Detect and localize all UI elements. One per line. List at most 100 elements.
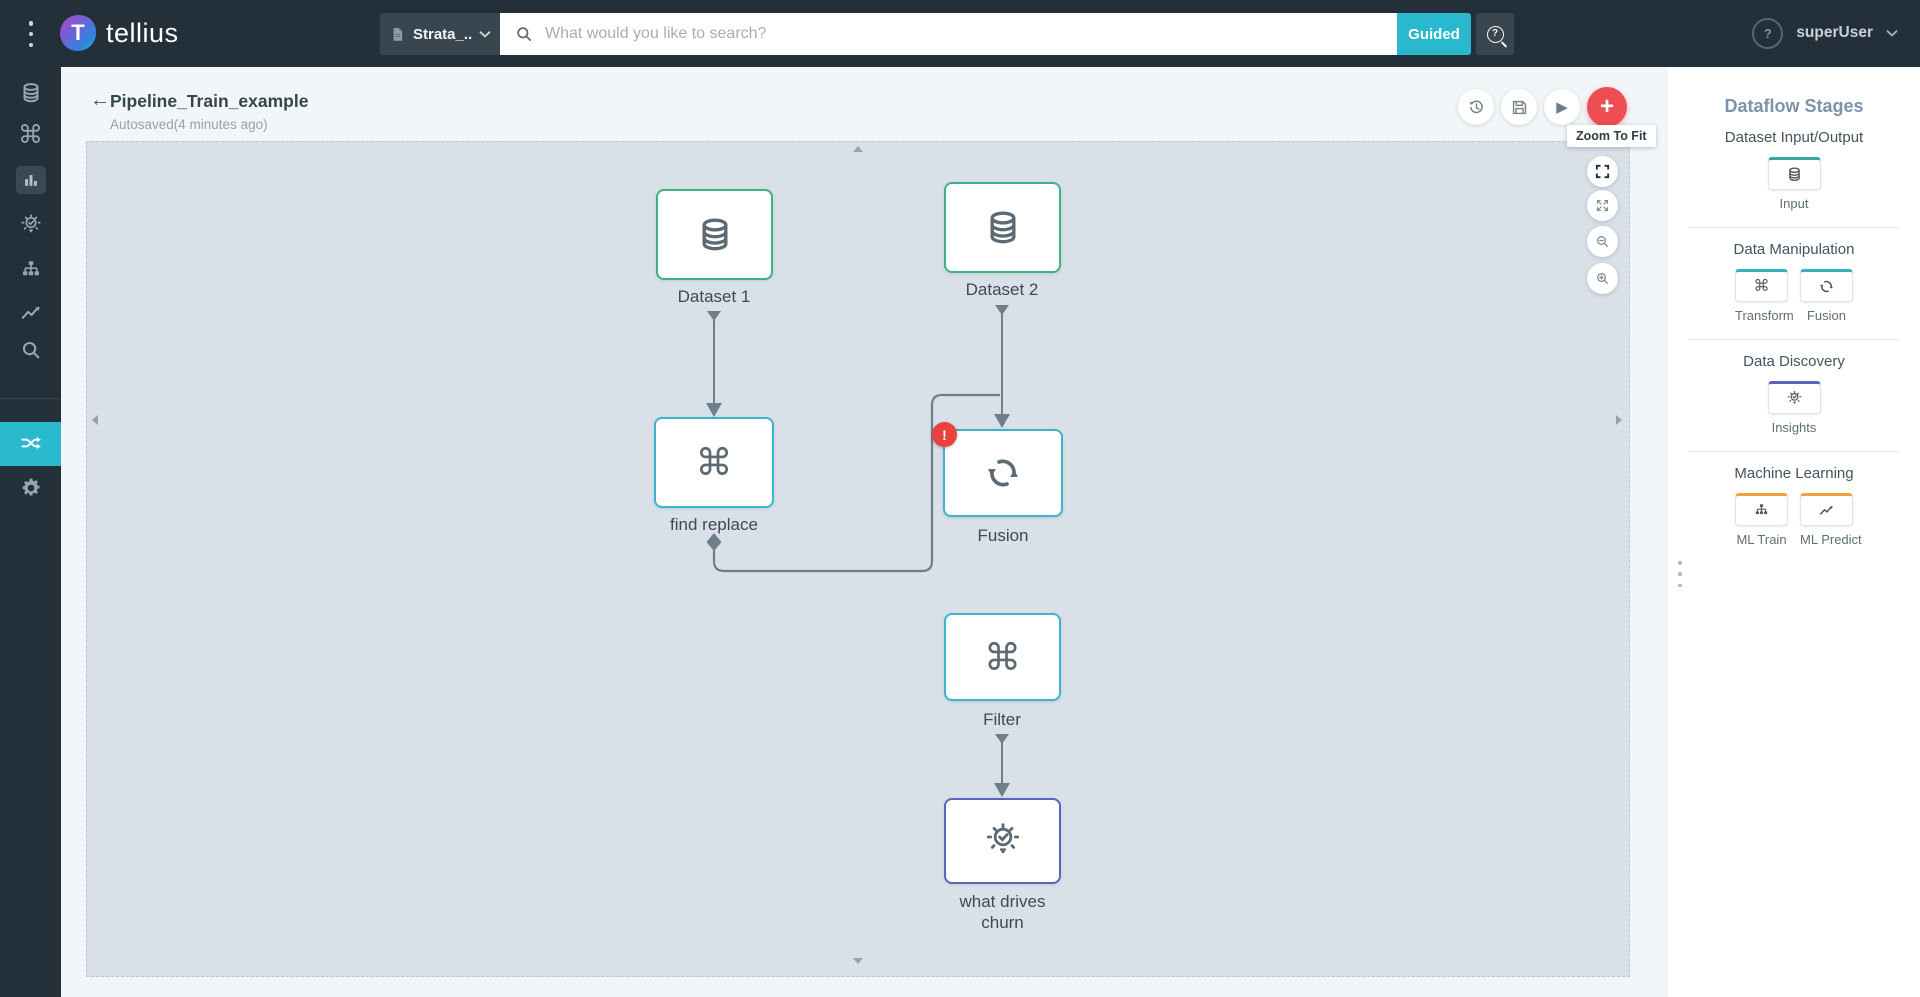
sidebar-item-hierarchy[interactable] bbox=[0, 248, 61, 292]
edge-layer bbox=[706, 305, 1010, 797]
node-label: find replace bbox=[670, 515, 758, 534]
error-badge[interactable]: ! bbox=[932, 422, 957, 447]
trend-icon bbox=[19, 301, 43, 325]
run-button[interactable]: ▶ bbox=[1544, 89, 1580, 125]
user-menu[interactable]: ? superUser bbox=[1752, 16, 1898, 50]
stage-label: Input bbox=[1779, 196, 1809, 211]
node-filter[interactable]: ⌘ bbox=[944, 613, 1061, 701]
zoom-out-icon bbox=[1594, 233, 1611, 250]
sitemap-icon bbox=[1753, 502, 1770, 519]
save-button[interactable] bbox=[1501, 89, 1537, 125]
database-icon bbox=[983, 208, 1023, 248]
logo-letter: T bbox=[71, 20, 85, 45]
insights-bulb-icon bbox=[983, 821, 1023, 861]
node-label: what drives churn bbox=[959, 892, 1046, 932]
section-data-manipulation: Data Manipulation ⌘ Transform Fusion bbox=[1668, 241, 1920, 340]
sidebar-item-search[interactable] bbox=[0, 328, 61, 372]
section-divider bbox=[1688, 227, 1900, 228]
dataflow-canvas[interactable]: Dataset 1 Dataset 2 ⌘ find replace ! Fus… bbox=[86, 141, 1630, 977]
history-button[interactable] bbox=[1458, 89, 1494, 125]
node-label: Dataset 1 bbox=[677, 287, 751, 306]
sidebar-item-datasets[interactable] bbox=[0, 71, 61, 115]
stage-fusion[interactable]: Fusion bbox=[1800, 269, 1853, 323]
node-label: Filter bbox=[983, 710, 1021, 729]
trend-icon bbox=[1818, 502, 1835, 519]
database-icon bbox=[19, 81, 43, 105]
guided-search-button[interactable]: ? bbox=[1476, 13, 1514, 55]
zoom-out-button[interactable] bbox=[1587, 226, 1618, 257]
section-divider bbox=[1688, 451, 1900, 452]
scroll-left-hint[interactable] bbox=[92, 415, 98, 425]
section-title: Data Manipulation bbox=[1733, 241, 1855, 258]
tellius-logo[interactable]: T bbox=[60, 15, 96, 51]
command-icon: ⌘ bbox=[18, 120, 43, 149]
command-icon: ⌘ bbox=[984, 636, 1021, 678]
history-icon bbox=[1467, 98, 1486, 117]
node-dataset-2[interactable] bbox=[944, 182, 1061, 273]
scroll-right-hint[interactable] bbox=[1616, 415, 1622, 425]
sidebar-item-settings[interactable] bbox=[0, 466, 61, 510]
shuffle-icon bbox=[19, 432, 43, 456]
fullscreen-button[interactable] bbox=[1587, 156, 1618, 187]
stage-ml-train[interactable]: ML Train bbox=[1735, 493, 1788, 547]
save-icon bbox=[1510, 98, 1529, 117]
user-name: superUser bbox=[1796, 24, 1873, 41]
add-node-button[interactable]: + bbox=[1587, 87, 1627, 127]
stage-ml-predict[interactable]: ML Predict bbox=[1800, 493, 1862, 547]
node-dataset-1[interactable] bbox=[656, 189, 773, 280]
sidebar-item-dataflows[interactable] bbox=[0, 422, 61, 466]
search-icon bbox=[19, 338, 43, 362]
sidebar-item-transform[interactable]: ⌘ bbox=[0, 113, 61, 157]
zoom-in-icon bbox=[1594, 270, 1611, 287]
scroll-up-hint[interactable] bbox=[853, 146, 863, 152]
search-cluster: Strata_... Guided ? bbox=[380, 13, 1514, 55]
chevron-down-icon bbox=[1886, 30, 1898, 37]
dataflow-stages-panel: Dataflow Stages Dataset Input/Output Inp… bbox=[1668, 67, 1920, 997]
top-header: T tellius Strata_... Guided ? bbox=[0, 0, 1920, 67]
back-button[interactable]: ← bbox=[90, 89, 110, 111]
left-sidebar: ⌘ bbox=[0, 67, 61, 997]
section-title: Data Discovery bbox=[1743, 353, 1845, 370]
zoom-to-fit-tooltip: Zoom To Fit bbox=[1567, 125, 1656, 147]
section-dataset-io: Dataset Input/Output Input bbox=[1668, 129, 1920, 228]
guided-button[interactable]: Guided bbox=[1397, 13, 1471, 55]
stage-input[interactable]: Input bbox=[1767, 157, 1821, 211]
plus-icon: + bbox=[1599, 93, 1614, 120]
sidebar-item-charts[interactable] bbox=[0, 158, 61, 202]
section-machine-learning: Machine Learning ML Train ML Predict bbox=[1668, 465, 1920, 547]
dataset-selector[interactable]: Strata_... bbox=[380, 13, 500, 55]
node-find-replace[interactable]: ⌘ bbox=[654, 417, 774, 508]
panel-resize-handle[interactable] bbox=[1677, 561, 1683, 587]
panel-title: Dataflow Stages bbox=[1724, 96, 1864, 116]
sync-icon bbox=[983, 453, 1023, 493]
section-title: Dataset Input/Output bbox=[1724, 129, 1864, 146]
node-label: Fusion bbox=[977, 526, 1029, 545]
search-input[interactable] bbox=[545, 25, 1383, 43]
node-what-drives-churn[interactable] bbox=[944, 798, 1061, 884]
scroll-down-hint[interactable] bbox=[853, 958, 863, 964]
node-label: Dataset 2 bbox=[965, 280, 1039, 299]
fit-view-button[interactable] bbox=[1587, 190, 1618, 221]
database-icon bbox=[695, 215, 735, 255]
chevron-down-icon bbox=[479, 31, 491, 38]
expand-arrows-icon bbox=[1594, 197, 1611, 214]
dataset-selector-label: Strata_... bbox=[413, 25, 472, 43]
stage-insights[interactable]: Insights bbox=[1767, 381, 1821, 435]
autosave-status: Autosaved(4 minutes ago) bbox=[110, 117, 268, 132]
app-menu-icon[interactable] bbox=[24, 21, 38, 47]
section-divider bbox=[1688, 339, 1900, 340]
zoom-in-button[interactable] bbox=[1587, 263, 1618, 294]
play-icon: ▶ bbox=[1556, 99, 1568, 116]
brand-name: tellius bbox=[106, 18, 179, 48]
stage-label: Transform bbox=[1735, 308, 1794, 323]
fullscreen-icon bbox=[1594, 163, 1611, 180]
gear-icon bbox=[19, 476, 43, 500]
pipeline-title: Pipeline_Train_example bbox=[110, 91, 309, 111]
node-fusion[interactable]: ! bbox=[932, 422, 1063, 517]
magnifier-question-icon: ? bbox=[1486, 25, 1507, 48]
search-bar bbox=[500, 13, 1397, 55]
sidebar-item-insights[interactable] bbox=[0, 203, 61, 247]
sitemap-icon bbox=[19, 258, 43, 282]
stage-transform[interactable]: ⌘ Transform bbox=[1735, 269, 1794, 323]
